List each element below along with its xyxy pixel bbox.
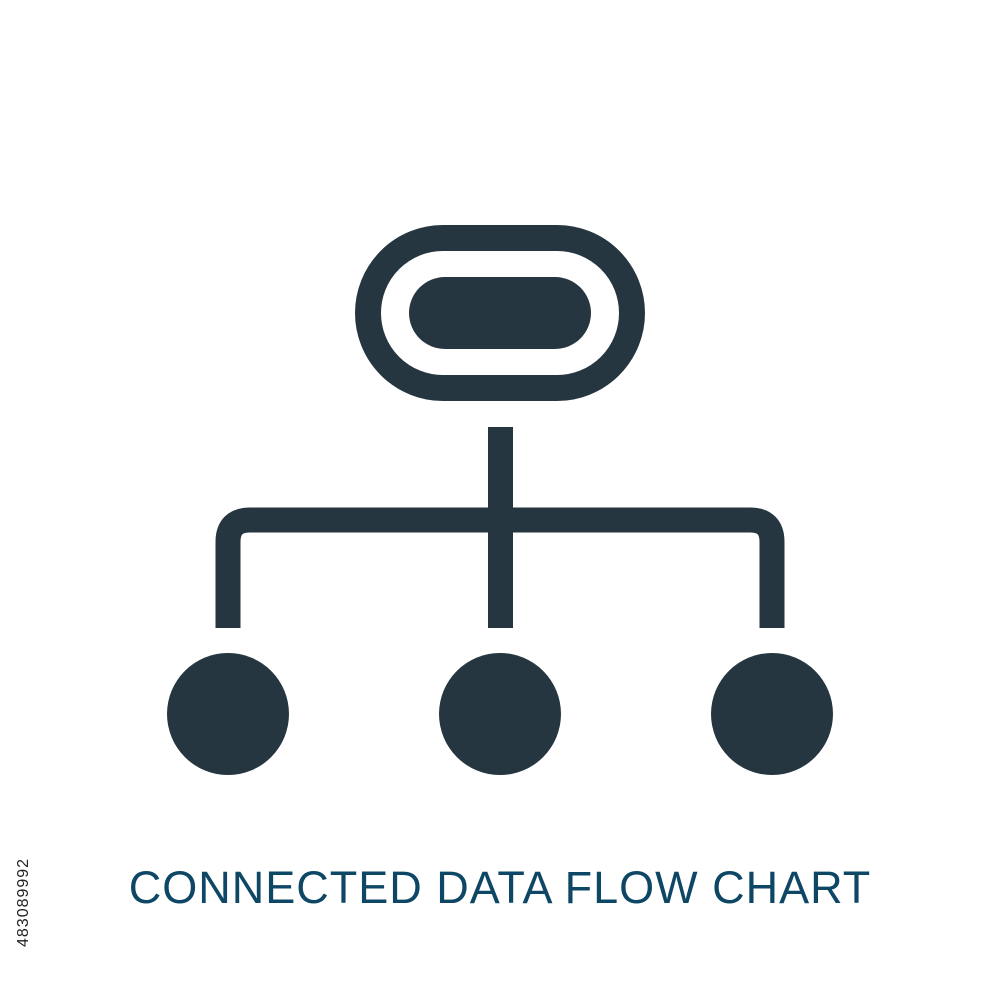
child-node-left [167,653,289,775]
icon-caption: CONNECTED DATA FLOW CHART [128,862,872,913]
stock-id-text: 483089992 [15,858,32,947]
connector-stem [488,427,513,517]
connector-middle-branch [488,508,513,628]
child-node-middle [439,653,561,775]
child-node-right [711,653,833,775]
top-node-inner-pill [409,277,591,349]
top-node-outer-ring [355,225,645,401]
stock-id-label: 483089992 [15,858,32,947]
